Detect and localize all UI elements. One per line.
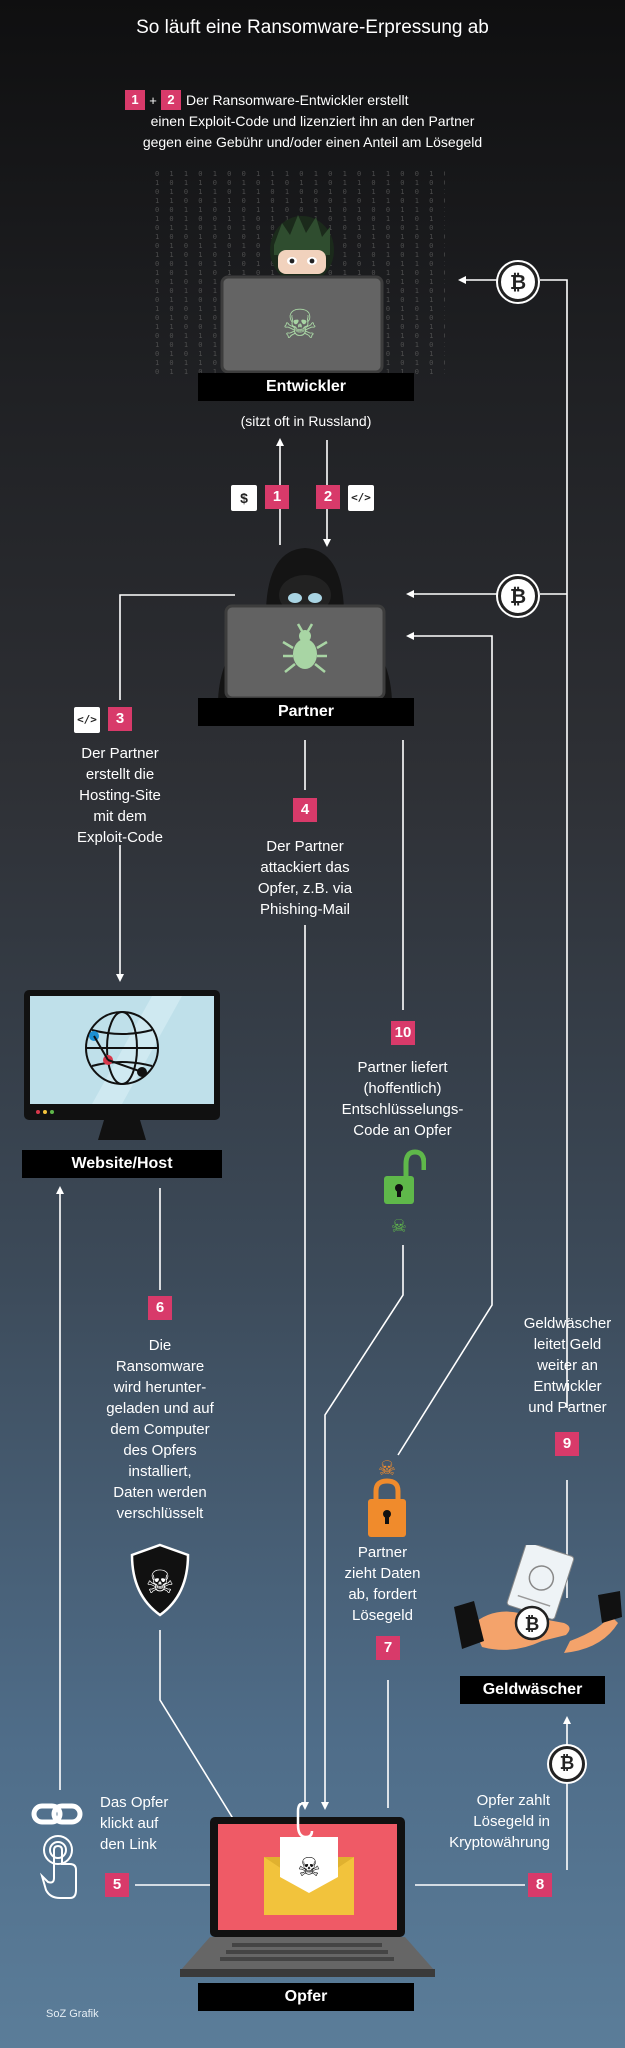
step-5-line: den Link bbox=[100, 1836, 157, 1853]
step-4-line: attackiert das bbox=[260, 859, 350, 876]
step-10-line: Entschlüsselungs- bbox=[341, 1101, 464, 1118]
step-9-text: Geldwäscher leitet Geld weiter an Entwic… bbox=[505, 1313, 625, 1418]
step-4-line: Der Partner bbox=[266, 838, 344, 855]
badge-step-9: 9 bbox=[555, 1432, 579, 1456]
unlocked-padlock-icon: ☠ bbox=[384, 1149, 426, 1237]
step-9-line: leitet Geld bbox=[533, 1336, 602, 1353]
node-geldwaescher: Geldwäscher bbox=[460, 1676, 605, 1704]
step-3-text: Der Partner erstellt die Hosting-Site mi… bbox=[40, 743, 200, 848]
step-9-line: und Partner bbox=[528, 1399, 607, 1416]
step-6-line: dem Computer bbox=[110, 1421, 210, 1438]
partner-illustration bbox=[218, 548, 392, 700]
badge-step-4: 4 bbox=[293, 798, 317, 822]
intro-badge-2: 2 bbox=[161, 90, 181, 110]
step-3-line: erstellt die bbox=[85, 766, 155, 783]
step-10-line: Partner liefert bbox=[357, 1059, 448, 1076]
badge-step-8: 8 bbox=[528, 1873, 552, 1897]
step-6-text: Die Ransomware wird herunter- geladen un… bbox=[80, 1335, 240, 1524]
dollar-icon: $ bbox=[231, 485, 257, 511]
step-4-text: Der Partner attackiert das Opfer, z.B. v… bbox=[225, 836, 385, 920]
svg-text:☠: ☠ bbox=[146, 1563, 175, 1601]
step-6-line: verschlüsselt bbox=[116, 1505, 204, 1522]
step-6-line: Die bbox=[148, 1337, 172, 1354]
step-4-line: Phishing-Mail bbox=[259, 901, 351, 918]
node-partner: Partner bbox=[198, 698, 414, 726]
node-website-host: Website/Host bbox=[22, 1150, 222, 1178]
arrow-step-3a bbox=[119, 594, 235, 700]
svg-text:₿: ₿ bbox=[525, 1614, 540, 1635]
website-monitor-illustration bbox=[24, 990, 220, 1140]
step-6-line: Daten werden bbox=[113, 1484, 207, 1501]
node-entwickler: Entwickler bbox=[198, 373, 414, 401]
badge-step-2: 2 bbox=[316, 485, 340, 509]
step-10-line: Code an Opfer bbox=[353, 1122, 452, 1139]
step-4-line: Opfer, z.B. via bbox=[257, 880, 353, 897]
step-8-line: Opfer zahlt bbox=[476, 1792, 550, 1809]
step-3-line: mit dem bbox=[93, 808, 147, 825]
step-9-line: weiter an bbox=[537, 1357, 598, 1374]
step-6-line: wird herunter- bbox=[113, 1379, 207, 1396]
victim-laptop-illustration: ☠ bbox=[180, 1803, 435, 1977]
developer-illustration bbox=[220, 215, 384, 374]
money-launderer-illustration: ₿ bbox=[454, 1545, 622, 1653]
step-10-text: Partner liefert (hoffentlich) Entschlüss… bbox=[320, 1057, 485, 1141]
bitcoin-icon-to-partner: ₿ bbox=[498, 576, 538, 616]
step-6-line: Ransomware bbox=[115, 1358, 205, 1375]
step-7-line: zieht Daten bbox=[344, 1565, 421, 1582]
step-6-line: geladen und auf bbox=[106, 1400, 214, 1417]
step-6-line: installiert, bbox=[128, 1463, 192, 1480]
arrow-step-6b bbox=[159, 1630, 247, 1840]
bitcoin-icon-to-entwickler: ₿ bbox=[498, 262, 538, 302]
arrow-step-10b bbox=[321, 1245, 404, 1810]
step-3-line: Der Partner bbox=[81, 745, 159, 762]
step-5-text: Das Opfer klickt auf den Link bbox=[100, 1792, 190, 1855]
step-5-line: klickt auf bbox=[100, 1815, 159, 1832]
arrow-step-7b bbox=[397, 632, 493, 1456]
intro-line-1: Der Ransomware-Entwickler erstellt bbox=[186, 92, 409, 108]
page-title: So läuft eine Ransomware-Erpressung ab bbox=[136, 17, 489, 38]
step-7-text: Partner zieht Daten ab, fordert Lösegeld bbox=[320, 1542, 445, 1626]
badge-step-1: 1 bbox=[265, 485, 289, 509]
step-7-line: ab, fordert bbox=[348, 1586, 417, 1603]
step-3-line: Hosting-Site bbox=[79, 787, 161, 804]
arrow-step-9b bbox=[540, 279, 568, 1408]
svg-text:☠: ☠ bbox=[391, 1216, 407, 1237]
bitcoin-icon-ransom: ₿ bbox=[549, 1746, 585, 1782]
step-8-text: Opfer zahlt Lösegeld in Kryptowährung bbox=[415, 1790, 550, 1853]
badge-step-3: 3 bbox=[108, 707, 132, 731]
entwickler-note: (sitzt oft in Russland) bbox=[240, 413, 372, 429]
step-9-line: Geldwäscher bbox=[523, 1315, 612, 1332]
credit: SoZ Grafik bbox=[46, 2008, 99, 2020]
step-9-line: Entwickler bbox=[533, 1378, 602, 1395]
intro-line-2: einen Exploit-Code und lizenziert ihn an… bbox=[150, 113, 475, 129]
link-click-icon bbox=[31, 1803, 83, 1899]
step-3-line: Exploit-Code bbox=[77, 829, 163, 846]
intro-badge-1: 1 bbox=[125, 90, 145, 110]
locked-padlock-icon: ☠ bbox=[368, 1456, 406, 1537]
intro-line-3: gegen eine Gebühr und/oder einen Anteil … bbox=[142, 134, 483, 150]
step-5-line: Das Opfer bbox=[100, 1794, 169, 1811]
badge-step-10: 10 bbox=[391, 1021, 415, 1045]
badge-step-7: 7 bbox=[376, 1636, 400, 1660]
node-opfer: Opfer bbox=[198, 1983, 414, 2011]
svg-text:☠: ☠ bbox=[378, 1456, 396, 1480]
intro-plus: + bbox=[149, 93, 157, 108]
code-icon: </> bbox=[348, 485, 374, 511]
step-6-line: des Opfers bbox=[123, 1442, 197, 1459]
step-7-line: Partner bbox=[357, 1544, 408, 1561]
step-8-line: Lösegeld in bbox=[473, 1813, 550, 1830]
svg-text:☠: ☠ bbox=[297, 1853, 320, 1883]
malware-shield-icon: ☠ bbox=[130, 1543, 190, 1617]
step-8-line: Kryptowährung bbox=[449, 1834, 550, 1851]
badge-step-6: 6 bbox=[148, 1296, 172, 1320]
code-icon-step-3: </> bbox=[74, 707, 100, 733]
step-10-line: (hoffentlich) bbox=[363, 1080, 442, 1097]
step-7-line: Lösegeld bbox=[352, 1607, 413, 1624]
skull-crossbones-icon: ☠ bbox=[282, 302, 318, 348]
badge-step-5: 5 bbox=[105, 1873, 129, 1897]
